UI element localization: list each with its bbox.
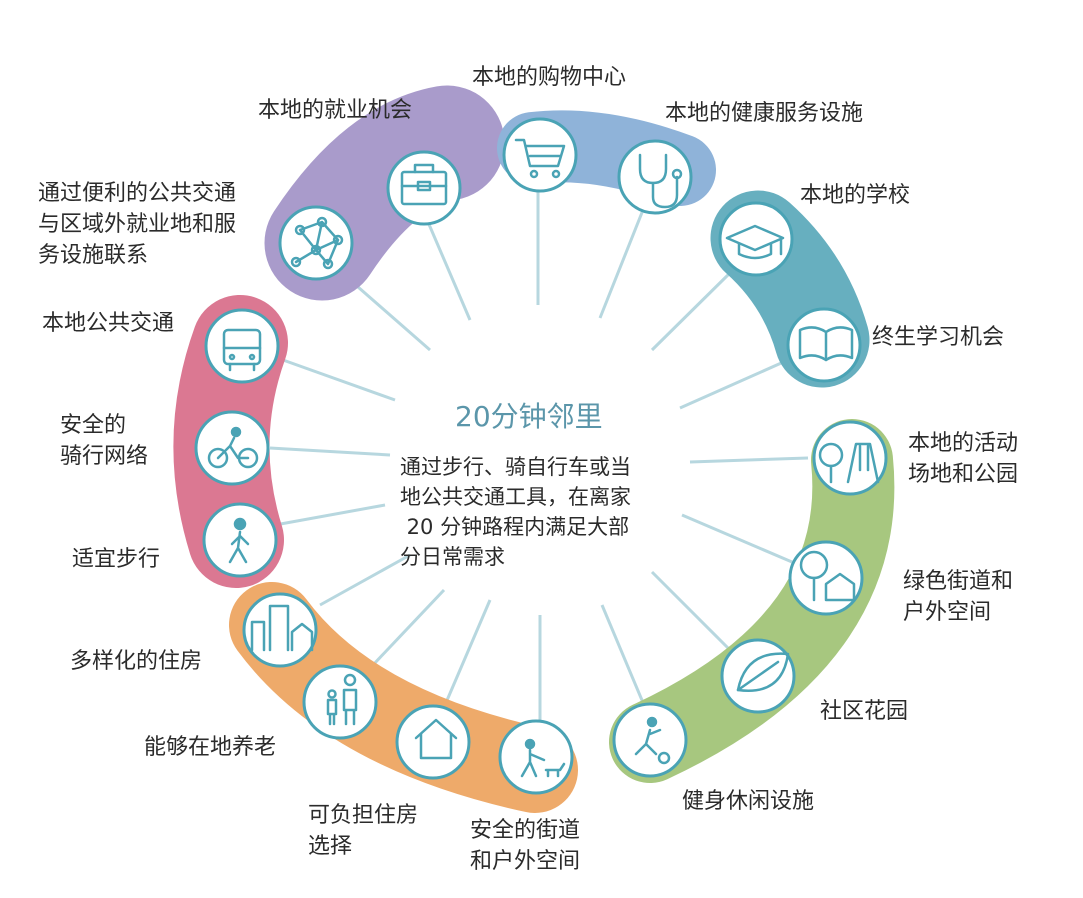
spoke-line bbox=[423, 214, 472, 321]
icon-circle-bus bbox=[204, 308, 280, 384]
graduation-cap-icon bbox=[725, 224, 785, 260]
spoke-line bbox=[650, 268, 735, 352]
family-icon bbox=[326, 673, 358, 726]
buildings-icon bbox=[250, 604, 314, 652]
label-local-transit: 本地公共交通 bbox=[42, 311, 175, 336]
label-safe-cycling: 安全的 骑行网络 bbox=[60, 413, 149, 469]
label-shopping-centre: 本地的购物中心 bbox=[472, 65, 627, 90]
spoke-line bbox=[650, 570, 730, 650]
cyclist-icon bbox=[207, 426, 259, 469]
dog-walker-icon bbox=[520, 738, 566, 778]
label-local-schools: 本地的学校 bbox=[800, 183, 911, 208]
shopping-cart-icon bbox=[514, 138, 566, 179]
icon-circle-buildings bbox=[242, 592, 318, 668]
spoke-line bbox=[349, 278, 431, 352]
spoke-line bbox=[269, 446, 391, 457]
spoke-line bbox=[319, 553, 411, 607]
center-title: 20分钟邻里 bbox=[455, 400, 603, 433]
label-local-jobs: 本地的就业机会 bbox=[258, 98, 413, 123]
bus-icon bbox=[222, 328, 262, 372]
icon-circle-soccer-player bbox=[612, 702, 688, 778]
icon-circle-house bbox=[395, 704, 471, 780]
leaf-icon bbox=[736, 652, 790, 692]
house-icon bbox=[414, 718, 458, 760]
spoke-line bbox=[689, 456, 809, 464]
book-icon bbox=[798, 326, 854, 362]
icon-circle-briefcase bbox=[386, 150, 462, 226]
spoke-line bbox=[681, 513, 793, 564]
spoke-line bbox=[282, 358, 396, 402]
soccer-player-icon bbox=[634, 716, 671, 765]
spoke-line bbox=[679, 358, 789, 410]
label-community-garden: 社区花园 bbox=[820, 699, 909, 724]
network-icon bbox=[290, 216, 344, 270]
spoke-line bbox=[598, 209, 645, 319]
label-green-streets: 绿色街道和 户外空间 bbox=[903, 569, 1014, 625]
icon-circle-park bbox=[812, 420, 888, 496]
park-icon bbox=[818, 442, 880, 484]
label-safe-streets: 安全的街道 和户外空间 bbox=[470, 818, 581, 874]
icon-circle-graduation-cap bbox=[718, 201, 794, 277]
label-regional-transit-link: 通过便利的公共交通 与区域外就业地和服 务设施联系 bbox=[38, 181, 237, 268]
spoke-line bbox=[274, 503, 386, 527]
stethoscope-icon bbox=[638, 153, 683, 209]
label-diverse-housing: 多样化的住房 bbox=[70, 649, 203, 674]
label-lifelong-learning: 终生学习机会 bbox=[872, 325, 1005, 350]
pedestrian-icon bbox=[228, 517, 250, 564]
tree-house-icon bbox=[799, 550, 856, 602]
label-health-services: 本地的健康服务设施 bbox=[665, 101, 864, 126]
spoke-lines bbox=[269, 190, 809, 725]
icon-circle-tree-house bbox=[788, 540, 864, 616]
label-fitness-facilities: 健身休闲设施 bbox=[682, 789, 815, 814]
arc-band-green bbox=[609, 419, 895, 783]
label-affordable-housing: 可负担住房 选择 bbox=[308, 803, 419, 859]
icon-circle-stethoscope bbox=[617, 139, 693, 215]
label-parks: 本地的活动 场地和公园 bbox=[908, 431, 1019, 487]
spoke-line bbox=[443, 599, 492, 706]
icon-circle-family bbox=[302, 664, 378, 740]
label-walkable: 适宜步行 bbox=[72, 547, 161, 572]
briefcase-icon bbox=[400, 163, 448, 206]
spoke-line bbox=[600, 604, 646, 706]
center-description: 通过步行、骑自行车或当 地公共交通工具，在离家 20 分钟路程内满足大部 分日常… bbox=[400, 455, 631, 569]
label-ageing-in-place: 能够在地养老 bbox=[144, 735, 277, 760]
spoke-line bbox=[370, 588, 446, 668]
